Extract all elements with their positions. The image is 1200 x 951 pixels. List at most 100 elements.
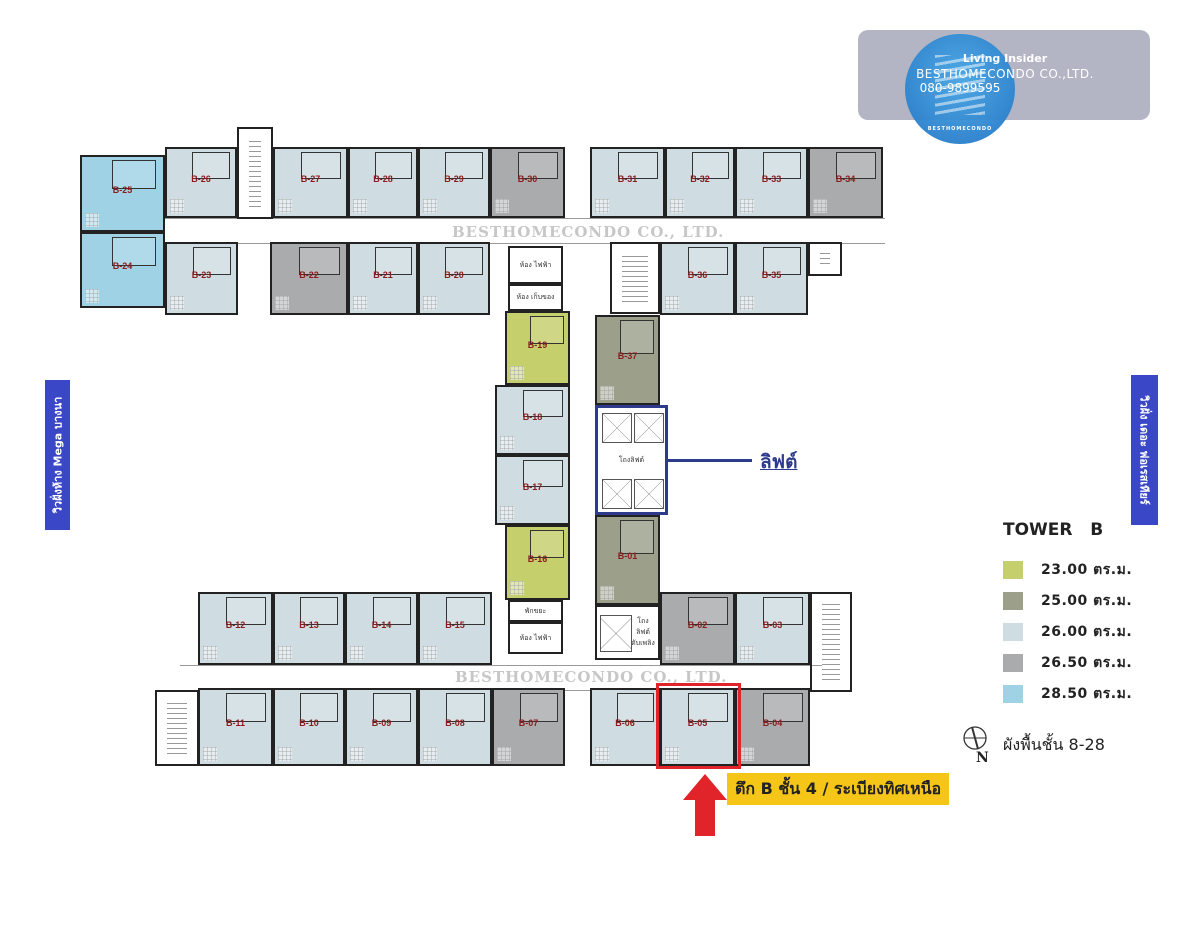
unit-b-30[interactable]: B-30 <box>490 147 565 218</box>
unit-b-37[interactable]: B-37 <box>595 315 660 405</box>
bathroom-tile <box>497 747 511 761</box>
unit-b-25[interactable]: B-25 <box>80 155 165 232</box>
view-right-text: วิวฝั่ง เดอะ ฟอเรสเทียร์ <box>1137 395 1151 505</box>
room-partition <box>763 693 803 723</box>
bathroom-tile <box>423 747 437 761</box>
red-arrow-icon <box>683 774 727 836</box>
unit-b-05[interactable]: B-05 <box>660 688 735 766</box>
unit-b-27[interactable]: B-27 <box>273 147 348 218</box>
unit-b-36[interactable]: B-36 <box>660 242 735 315</box>
bathroom-tile <box>423 646 437 660</box>
lift-car-icon <box>634 413 664 443</box>
unit-b-17[interactable]: B-17 <box>495 455 570 525</box>
bathroom-tile <box>278 199 292 213</box>
bathroom-tile <box>665 747 679 761</box>
legend-label: 28.50 ตร.ม. <box>1041 686 1133 702</box>
legend-item: 25.00 ตร.ม. <box>1003 590 1132 612</box>
logo-brand: Living Insider <box>962 52 1048 65</box>
room-partition <box>300 597 339 625</box>
bathroom-tile <box>350 646 364 660</box>
unit-b-02[interactable]: B-02 <box>660 592 735 665</box>
bathroom-tile <box>278 646 292 660</box>
room-partition <box>688 693 728 723</box>
logo-company: BESTHOMECONDO CO.,LTD. <box>916 67 1094 81</box>
bathroom-tile <box>85 289 99 303</box>
unit-label: B-13 <box>299 620 319 631</box>
room-partition <box>372 693 412 723</box>
unit-label: B-30 <box>517 174 538 185</box>
unit-label: B-03 <box>762 620 783 631</box>
bathroom-tile <box>665 646 679 660</box>
unit-b-31[interactable]: B-31 <box>590 147 665 218</box>
unit-b-26[interactable]: B-26 <box>165 147 237 218</box>
bathroom-tile <box>740 296 754 310</box>
lift-lobby-label: โถงลิฟต์ <box>618 456 645 464</box>
unit-b-18[interactable]: B-18 <box>495 385 570 455</box>
unit-label: B-27 <box>300 174 321 185</box>
bathroom-tile <box>353 199 367 213</box>
electric-room: ห้อง ไฟฟ้า <box>508 246 563 284</box>
unit-label: B-12 <box>225 620 246 631</box>
unit-b-03[interactable]: B-03 <box>735 592 810 665</box>
unit-label: B-18 <box>522 411 543 422</box>
legend-swatch <box>1003 592 1023 610</box>
unit-b-35[interactable]: B-35 <box>735 242 808 315</box>
room-partition <box>763 597 803 625</box>
unit-b-14[interactable]: B-14 <box>345 592 418 665</box>
bathroom-tile <box>85 213 99 227</box>
unit-b-08[interactable]: B-08 <box>418 688 492 766</box>
unit-b-15[interactable]: B-15 <box>418 592 492 665</box>
bathroom-tile <box>170 296 184 310</box>
logo-phone: 080-9899595 <box>919 81 1001 95</box>
room-partition <box>691 152 729 179</box>
unit-b-34[interactable]: B-34 <box>808 147 883 218</box>
unit-b-29[interactable]: B-29 <box>418 147 490 218</box>
bathroom-tile <box>740 646 754 660</box>
bathroom-tile <box>203 646 217 660</box>
unit-label: B-07 <box>518 718 539 729</box>
bathroom-tile <box>423 296 437 310</box>
unit-b-20[interactable]: B-20 <box>418 242 490 315</box>
unit-label: B-34 <box>835 174 856 185</box>
unit-label: B-02 <box>687 620 708 631</box>
legend-item: 28.50 ตร.ม. <box>1003 683 1132 705</box>
logo-building-icon <box>935 55 985 115</box>
unit-b-01[interactable]: B-01 <box>595 515 660 605</box>
legend-swatch <box>1003 685 1023 703</box>
legend-swatch <box>1003 561 1023 579</box>
legend-label: 23.00 ตร.ม. <box>1041 562 1133 578</box>
unit-b-24[interactable]: B-24 <box>80 232 165 308</box>
room-partition <box>618 152 658 179</box>
unit-b-06[interactable]: B-06 <box>590 688 660 766</box>
unit-b-33[interactable]: B-33 <box>735 147 808 218</box>
room-partition <box>529 530 565 559</box>
unit-label: B-11 <box>225 718 246 729</box>
unit-b-13[interactable]: B-13 <box>273 592 345 665</box>
unit-b-07[interactable]: B-07 <box>492 688 565 766</box>
unit-b-16[interactable]: B-16 <box>505 525 570 600</box>
unit-b-11[interactable]: B-11 <box>198 688 273 766</box>
unit-b-10[interactable]: B-10 <box>273 688 345 766</box>
unit-label: B-29 <box>444 174 464 185</box>
bathroom-tile <box>595 199 609 213</box>
unit-b-21[interactable]: B-21 <box>348 242 418 315</box>
unit-b-23[interactable]: B-23 <box>165 242 238 315</box>
unit-b-19[interactable]: B-19 <box>505 311 570 385</box>
unit-b-32[interactable]: B-32 <box>665 147 735 218</box>
unit-b-04[interactable]: B-04 <box>735 688 810 766</box>
unit-label: B-37 <box>617 350 638 361</box>
logo-circle-text: BESTHOMECONDO <box>927 126 993 132</box>
unit-b-22[interactable]: B-22 <box>270 242 348 315</box>
unit-b-09[interactable]: B-09 <box>345 688 418 766</box>
room-partition <box>374 247 412 275</box>
unit-b-28[interactable]: B-28 <box>348 147 418 218</box>
lift-car-icon <box>602 479 632 509</box>
unit-b-12[interactable]: B-12 <box>198 592 273 665</box>
room-partition <box>445 152 484 179</box>
bathroom-tile <box>600 386 614 400</box>
lift-car-icon <box>634 479 664 509</box>
bathroom-tile <box>740 747 754 761</box>
unit-label: B-04 <box>762 718 783 729</box>
highlight-caption: ตึก B ชั้น 4 / ระเบียงทิศเหนือ <box>727 773 950 805</box>
room-partition <box>301 152 341 179</box>
